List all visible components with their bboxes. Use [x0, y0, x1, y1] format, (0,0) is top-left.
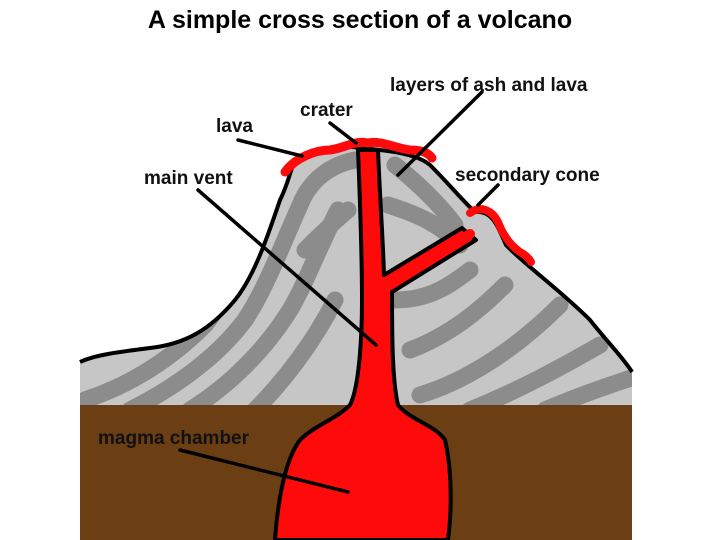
label-main-vent: main vent — [144, 168, 233, 189]
pointer-layers — [398, 92, 482, 175]
pointer-crater — [330, 123, 356, 143]
label-magma-chamber: magma chamber — [98, 428, 250, 449]
label-crater: crater — [300, 100, 353, 121]
pointer-lava — [238, 140, 302, 156]
label-lava: lava — [216, 116, 253, 137]
pointer-secondary-cone — [478, 185, 498, 205]
label-secondary-cone: secondary cone — [455, 165, 600, 186]
label-layers: layers of ash and lava — [390, 75, 588, 96]
